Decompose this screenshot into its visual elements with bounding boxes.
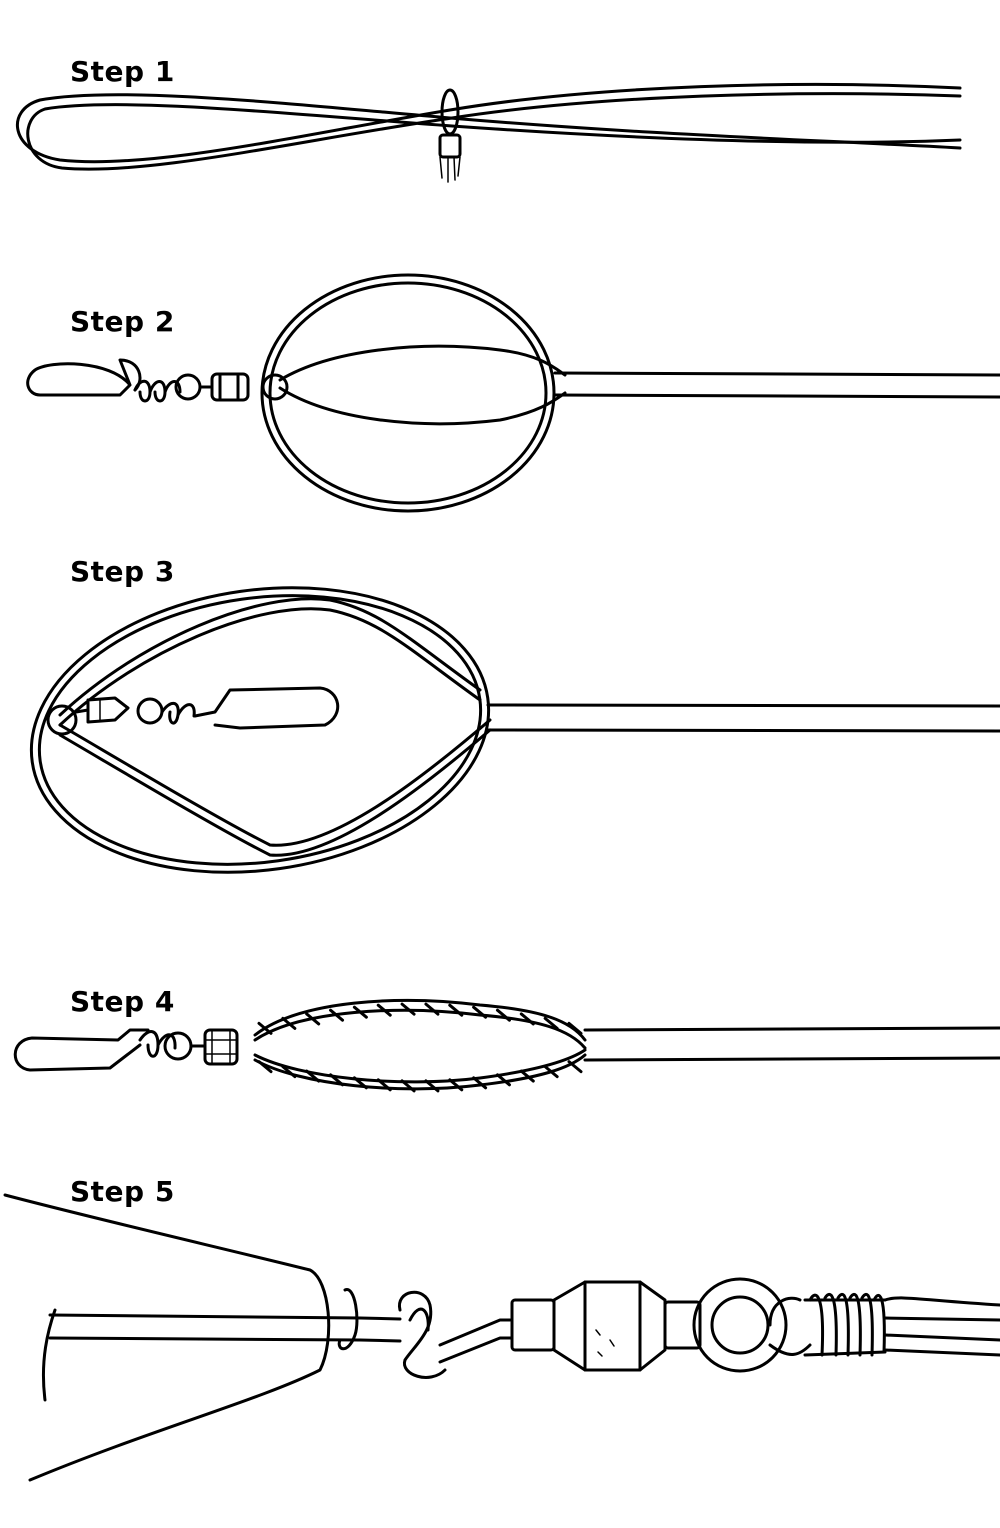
twist-mark	[519, 1012, 535, 1026]
twist-mark	[424, 1079, 440, 1093]
twist-mark	[305, 1069, 321, 1083]
step-2-illustration	[26, 273, 1000, 513]
twist-mark	[543, 1016, 559, 1030]
twist-mark	[472, 1005, 488, 1019]
twist-mark	[495, 1073, 511, 1087]
twist-mark	[376, 1003, 392, 1017]
twist-mark	[329, 1008, 345, 1022]
twist-mark	[281, 1016, 297, 1030]
twist-mark	[376, 1078, 392, 1092]
step-2-label: Step 2	[70, 305, 175, 338]
twist-mark	[305, 1012, 321, 1026]
twist-mark	[352, 1076, 368, 1090]
twist-mark	[257, 1021, 273, 1035]
step-3-illustration	[29, 586, 1000, 874]
step-4-illustration	[13, 998, 1000, 1093]
step-1-illustration	[15, 83, 962, 183]
twist-mark	[329, 1073, 345, 1087]
step-3-label: Step 3	[70, 555, 175, 588]
twist-mark	[567, 1060, 583, 1074]
step-5-label: Step 5	[70, 1175, 175, 1208]
step-1-label: Step 1	[70, 55, 175, 88]
twist-mark	[281, 1065, 297, 1079]
twist-mark	[400, 1079, 416, 1093]
twist-mark	[567, 1021, 583, 1035]
twist-mark	[543, 1065, 559, 1079]
twist-mark	[495, 1008, 511, 1022]
twist-mark	[424, 1002, 440, 1016]
twist-mark	[352, 1005, 368, 1019]
twist-mark	[448, 1003, 464, 1017]
twist-mark	[472, 1076, 488, 1090]
twist-mark	[448, 1078, 464, 1092]
twist-mark	[519, 1069, 535, 1083]
twist-mark	[257, 1060, 273, 1074]
step-5-illustration	[3, 1193, 1000, 1482]
twist-mark	[400, 1002, 416, 1016]
step-4-label: Step 4	[70, 985, 175, 1018]
